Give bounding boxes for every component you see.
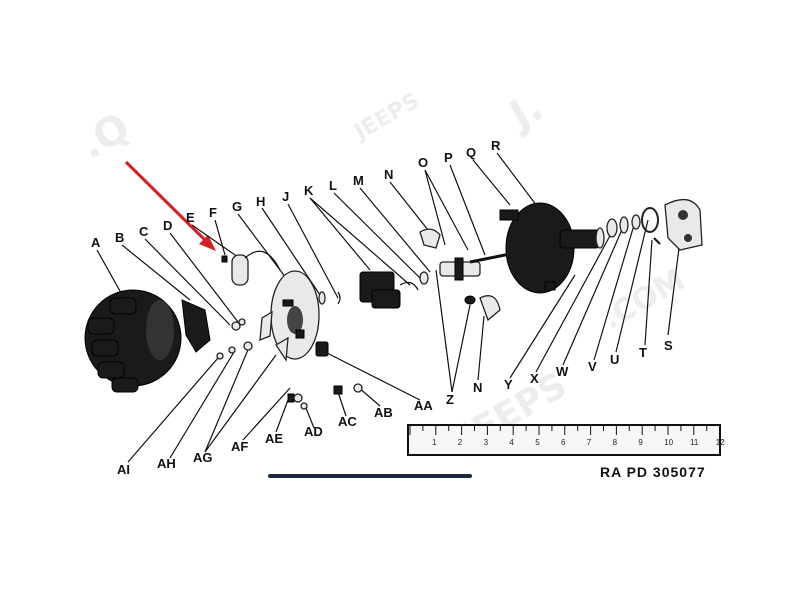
label-o: O (418, 155, 428, 170)
label-t: T (639, 345, 647, 360)
mounting-bracket (664, 198, 703, 251)
svg-text:J.: J. (499, 84, 551, 140)
ruler-number: 3 (484, 438, 489, 447)
label-ad: AD (304, 424, 323, 439)
label-r: R (491, 138, 501, 153)
label-u: U (610, 352, 619, 367)
ruler-number: 8 (613, 438, 618, 447)
label-ah: AH (157, 456, 176, 471)
label-ab: AB (374, 405, 393, 420)
distributor-housing (499, 202, 605, 294)
ruler-number: 6 (561, 438, 566, 447)
label-af: AF (231, 439, 248, 454)
label-e: E (186, 210, 195, 225)
distributor-cap (84, 289, 182, 393)
label-a: A (91, 235, 101, 250)
ruler-number: 10 (664, 438, 673, 447)
rotor (181, 299, 211, 353)
reference-number: RA PD 305077 (600, 464, 706, 480)
condenser (231, 250, 281, 286)
label-ae: AE (265, 431, 283, 446)
label-ai: AI (117, 462, 130, 477)
breaker-plate (270, 270, 320, 360)
part-labels: A B C D E F G H J K L M N O P Q R S T U … (91, 138, 673, 477)
label-p: P (444, 150, 453, 165)
ruler-number: 2 (458, 438, 463, 447)
label-n-top: N (384, 167, 393, 182)
home-indicator[interactable] (268, 474, 472, 478)
label-m: M (353, 173, 364, 188)
label-k: K (304, 183, 314, 198)
label-aa: AA (414, 398, 433, 413)
label-s: S (664, 338, 673, 353)
label-c: C (139, 224, 149, 239)
label-b: B (115, 230, 124, 245)
label-g: G (232, 199, 242, 214)
svg-text:.Q: .Q (72, 104, 138, 168)
advance-mechanism (359, 271, 429, 309)
label-q: Q (466, 145, 476, 160)
label-f: F (209, 205, 217, 220)
ruler-number: 1 (432, 438, 437, 447)
label-y: Y (504, 377, 513, 392)
label-n-bottom: N (473, 380, 482, 395)
label-h: H (256, 194, 265, 209)
svg-text:.COM: .COM (597, 262, 691, 337)
label-l: L (329, 178, 337, 193)
label-ag: AG (193, 450, 213, 465)
ruler-number: 12 (716, 438, 725, 447)
ruler-number: 4 (509, 438, 514, 447)
label-j: J (282, 189, 289, 204)
ruler-number: 11 (690, 438, 699, 447)
ruler-number: 9 (638, 438, 643, 447)
label-d: D (163, 218, 172, 233)
label-w: W (556, 364, 569, 379)
label-v: V (588, 359, 597, 374)
label-x: X (530, 371, 539, 386)
ruler-number: 5 (535, 438, 540, 447)
svg-text:JEEPS: JEEPS (349, 88, 424, 146)
red-arrow-icon (124, 160, 216, 251)
ruler-number: 7 (587, 438, 592, 447)
label-ac: AC (338, 414, 357, 429)
label-z: Z (446, 392, 454, 407)
